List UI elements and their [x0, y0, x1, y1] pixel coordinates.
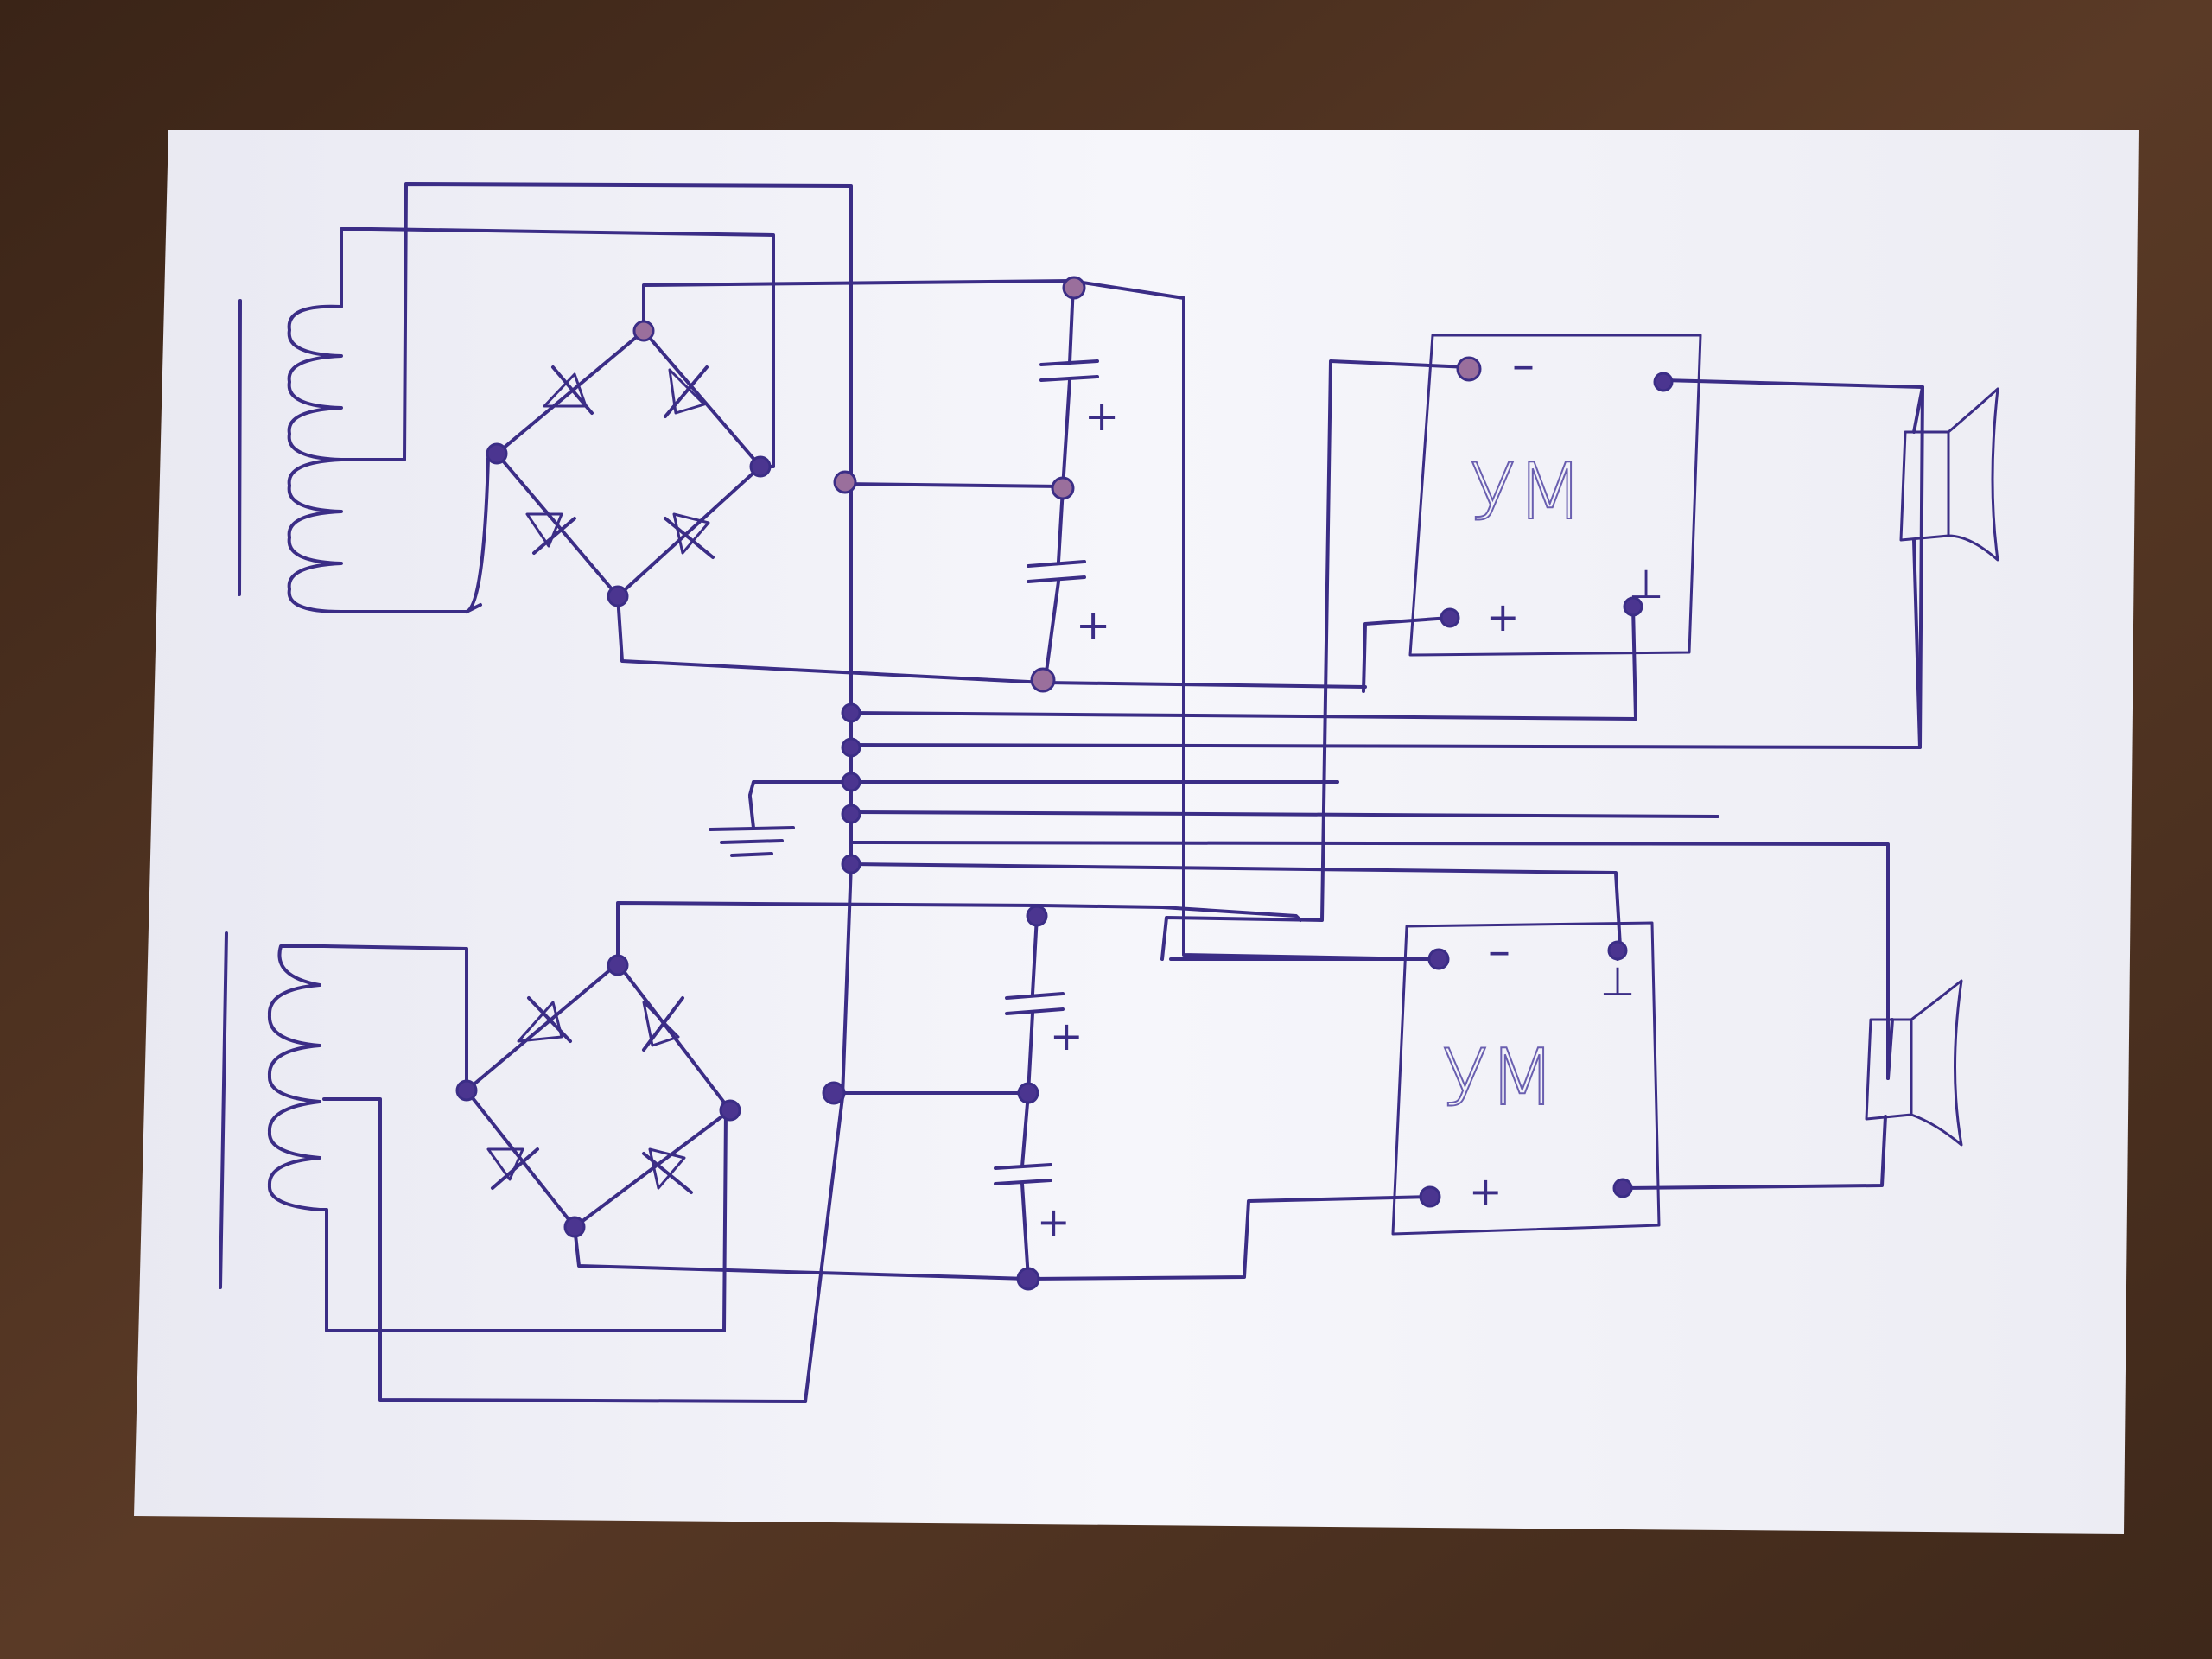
capacitor-plus-label: + [1037, 1198, 1071, 1245]
module-minus-label: – [1488, 925, 1510, 977]
ground-icon [709, 795, 795, 857]
module-plus-label: + [1469, 1168, 1503, 1215]
amplifier-module-top: УМ – + ⊥ [1408, 334, 1702, 657]
module-label: УМ [1441, 1033, 1556, 1123]
capacitor-plus-label: + [1084, 392, 1119, 441]
paper-sheet [134, 130, 2139, 1534]
module-label: УМ [1469, 447, 1584, 537]
junction-nodes [455, 276, 1674, 1291]
diode-bridge-icon [465, 962, 732, 1229]
capacitor-plus-label: + [1050, 1013, 1084, 1059]
module-minus-label: – [1512, 340, 1535, 391]
module-plus-label: + [1486, 594, 1520, 640]
transformer-icon [219, 931, 726, 1332]
speaker-icon [1899, 387, 1999, 562]
speaker-icon [1865, 979, 1963, 1147]
module-ground-label: ⊥ [1600, 958, 1635, 1005]
capacitor-plus-label: + [1076, 601, 1110, 650]
amplifier-module-bottom: УМ – + ⊥ [1391, 921, 1661, 1236]
